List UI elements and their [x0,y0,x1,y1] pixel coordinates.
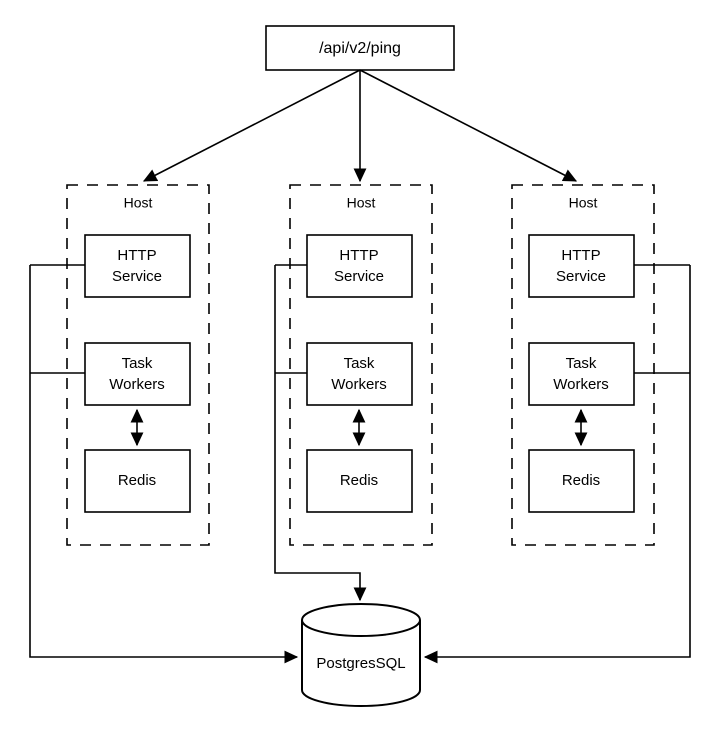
task-workers-label-line1-2: Task [344,355,375,372]
edges-host-3-to-database [423,264,691,664]
host-group-1[interactable]: Host HTTP Service Task Workers Redis [66,184,210,546]
redis-label-2: Redis [340,472,378,489]
host-label-3: Host [569,195,598,211]
http-service-rect-3 [528,234,635,298]
edges-host-1-to-database [29,264,299,664]
redis-node-3[interactable]: Redis [528,449,635,513]
entry-to-hosts-edges [142,69,578,183]
http-service-label-line1-3: HTTP [561,247,600,264]
task-workers-label-line1-3: Task [566,355,597,372]
task-workers-label-line2-3: Workers [553,376,609,393]
database-cylinder-body [301,620,421,707]
task-workers-rect-3 [528,342,635,406]
http-service-label-line2-2: Service [334,268,384,285]
task-workers-rect-2 [306,342,413,406]
edge-entry-to-host-3 [359,69,578,182]
host-group-2[interactable]: Host HTTP Service Task Workers Redis [289,184,433,546]
http-service-node-2[interactable]: HTTP Service [306,234,413,298]
redis-rect-1 [84,449,191,513]
host-group-3[interactable]: Host HTTP Service Task Workers Redis [511,184,655,546]
http-service-label-line2-1: Service [112,268,162,285]
database-node[interactable]: PostgresSQL [301,603,421,707]
task-workers-rect-1 [84,342,191,406]
http-service-node-1[interactable]: HTTP Service [84,234,191,298]
edge-entry-to-host-1 [142,69,361,182]
http-service-rect-1 [84,234,191,298]
redis-label-3: Redis [562,472,600,489]
http-service-label-line2-3: Service [556,268,606,285]
host-label-2: Host [347,195,376,211]
host-boundary-2 [289,184,433,546]
task-workers-node-1[interactable]: Task Workers [84,342,191,406]
host-boundary-3 [511,184,655,546]
edges-host-2-to-database [274,264,367,602]
entry-node[interactable]: /api/v2/ping [265,25,455,71]
edge-left-trunk-to-database [29,265,299,664]
http-service-node-3[interactable]: HTTP Service [528,234,635,298]
task-workers-node-3[interactable]: Task Workers [528,342,635,406]
database-label: PostgresSQL [316,655,405,672]
database-cylinder-top [301,603,421,637]
http-service-label-line1-1: HTTP [117,247,156,264]
task-workers-node-2[interactable]: Task Workers [306,342,413,406]
task-workers-label-line1-1: Task [122,355,153,372]
entry-node-rect [265,25,455,71]
edge-right-trunk-to-database [423,265,691,664]
host-label-1: Host [124,195,153,211]
task-workers-label-line2-2: Workers [331,376,387,393]
redis-label-1: Redis [118,472,156,489]
task-workers-label-line2-1: Workers [109,376,165,393]
redis-rect-3 [528,449,635,513]
http-service-label-line1-2: HTTP [339,247,378,264]
host-boundary-1 [66,184,210,546]
edge-middle-trunk-to-database [274,265,367,602]
entry-node-label: /api/v2/ping [319,40,401,57]
redis-node-1[interactable]: Redis [84,449,191,513]
http-service-rect-2 [306,234,413,298]
redis-node-2[interactable]: Redis [306,449,413,513]
redis-rect-2 [306,449,413,513]
